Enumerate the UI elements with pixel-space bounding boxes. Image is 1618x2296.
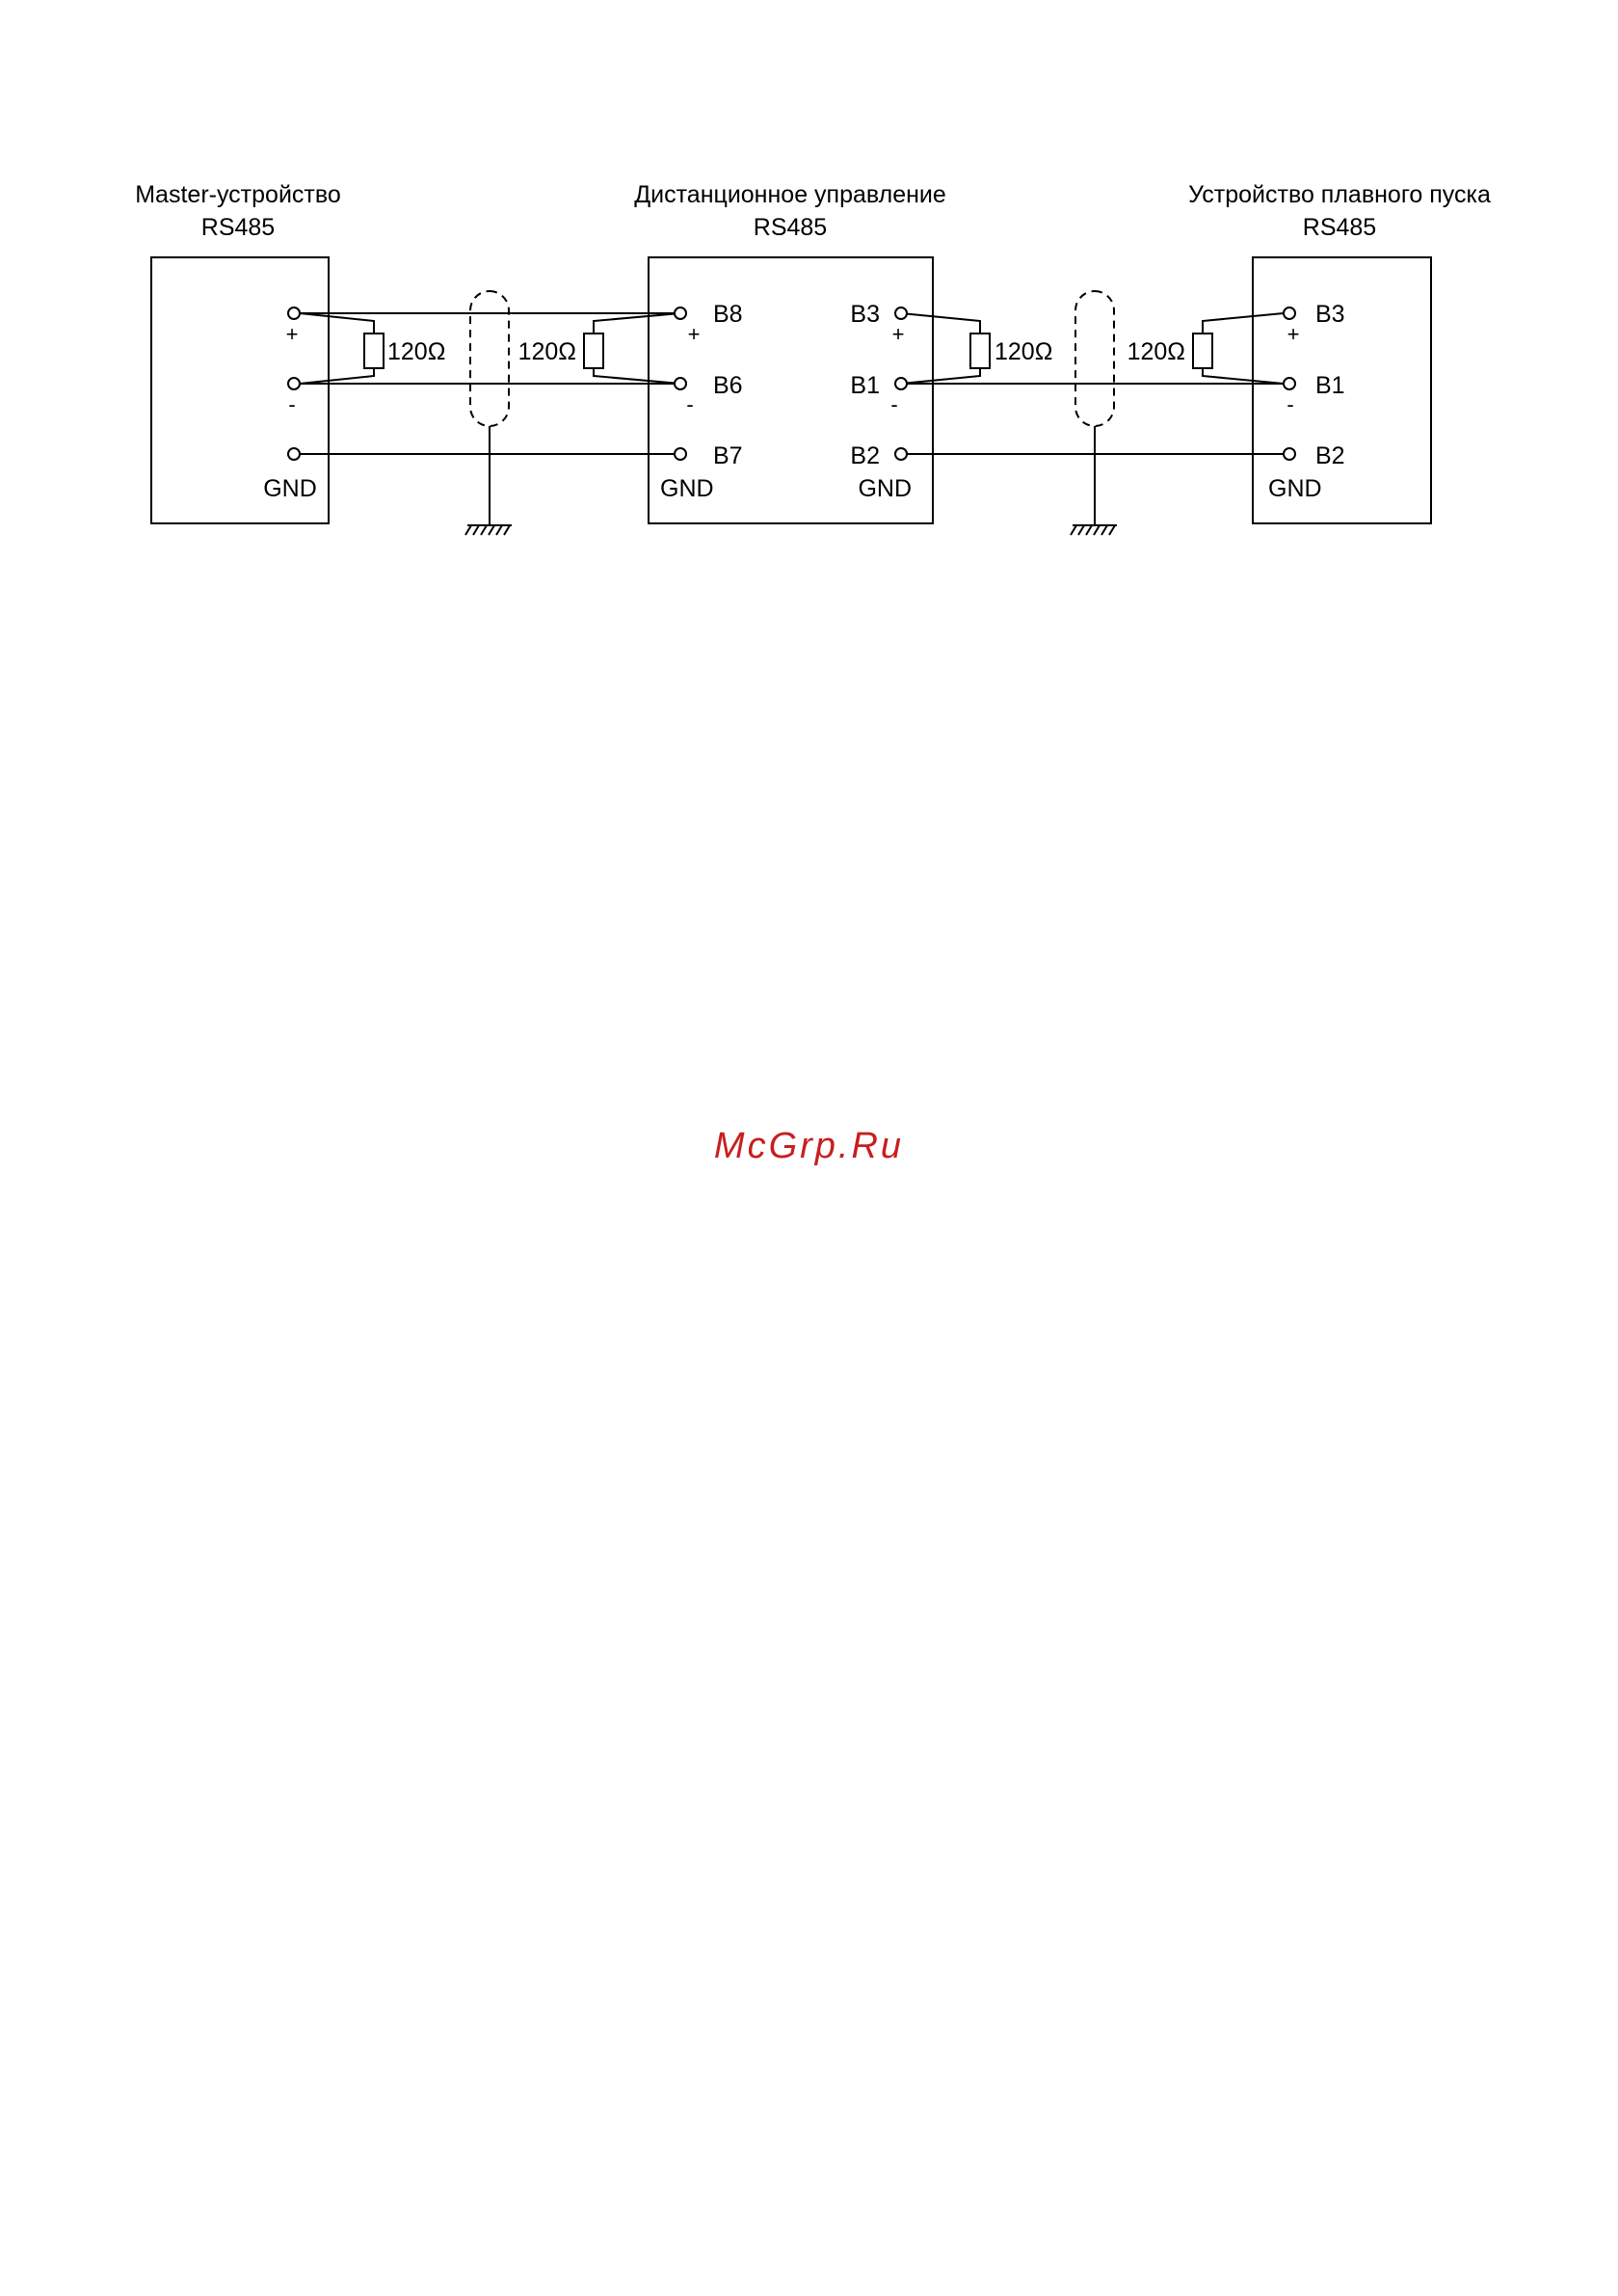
master-subtitle: RS485	[201, 214, 275, 241]
remote-b6-label: B6	[713, 372, 743, 399]
softstarter-terminal-b1	[1284, 378, 1295, 389]
softstarter-subtitle: RS485	[1303, 214, 1376, 241]
softstarter-b3-label: B3	[1315, 301, 1345, 328]
remote-b2-label: B2	[850, 442, 880, 469]
remote-title: Дистанционное управление	[634, 181, 946, 208]
remote-left-minus-label: -	[686, 392, 693, 416]
remote-terminal-b2	[895, 448, 907, 460]
softstarter-minus-label: -	[1286, 392, 1293, 416]
remote-right-gnd-label: GND	[858, 475, 912, 502]
remote-terminal-b8	[675, 307, 686, 319]
remote-terminal-b1	[895, 378, 907, 389]
softstarter-b2-label: B2	[1315, 442, 1345, 469]
resistor-4-label: 120Ω	[1127, 338, 1185, 365]
remote-b3-label: B3	[850, 301, 880, 328]
remote-right-minus-label: -	[890, 392, 897, 416]
remote-b7-label: B7	[713, 442, 743, 469]
resistor-2-label: 120Ω	[518, 338, 576, 365]
master-terminal-gnd	[288, 448, 300, 460]
softstarter-terminal-b3	[1284, 307, 1295, 319]
master-plus-label: +	[286, 322, 299, 346]
cable-shield-left	[470, 291, 509, 426]
ground-symbol-right	[1071, 426, 1117, 535]
remote-terminal-b7	[675, 448, 686, 460]
master-gnd-label: GND	[263, 475, 317, 502]
remote-terminal-b3	[895, 307, 907, 319]
cable-shield-right	[1075, 291, 1114, 426]
remote-left-gnd-label: GND	[660, 475, 714, 502]
master-title: Master-устройство	[135, 181, 341, 208]
master-terminal-plus	[288, 307, 300, 319]
remote-right-plus-label: +	[892, 322, 905, 346]
softstarter-title: Устройство плавного пуска	[1188, 181, 1491, 208]
softstarter-gnd-label: GND	[1268, 475, 1322, 502]
remote-subtitle: RS485	[754, 214, 827, 241]
remote-terminal-b6	[675, 378, 686, 389]
resistor-1-label: 120Ω	[387, 338, 445, 365]
remote-b8-label: B8	[713, 301, 743, 328]
remote-left-plus-label: +	[688, 322, 701, 346]
remote-b1-label: B1	[850, 372, 880, 399]
master-terminal-minus	[288, 378, 300, 389]
softstarter-terminal-b2	[1284, 448, 1295, 460]
softstarter-b1-label: B1	[1315, 372, 1345, 399]
watermark: McGrp.Ru	[0, 1126, 1618, 1167]
ground-symbol-left	[465, 426, 512, 535]
resistor-3-label: 120Ω	[995, 338, 1052, 365]
master-minus-label: -	[288, 392, 295, 416]
softstarter-plus-label: +	[1287, 322, 1300, 346]
